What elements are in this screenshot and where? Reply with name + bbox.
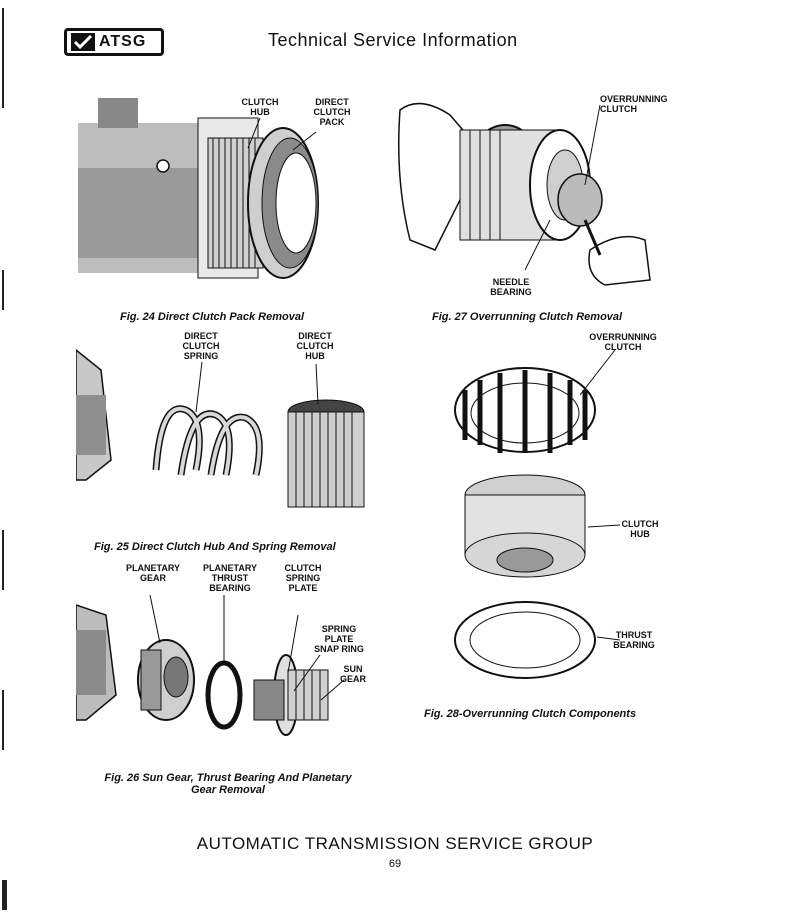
footer-title: AUTOMATIC TRANSMISSION SERVICE GROUP — [196, 834, 594, 853]
label-clutch-hub: CLUTCH HUB — [238, 97, 282, 117]
fig28-illustration — [440, 345, 621, 695]
label-overrunning-clutch-28: OVERRUNNING CLUTCH — [584, 332, 662, 352]
label-direct-clutch-pack: DIRECT CLUTCH PACK — [308, 97, 356, 127]
label-text: OVERRUNNING CLUTCH — [600, 94, 668, 114]
label-overrunning-clutch: OVERRUNNING CLUTCH — [600, 94, 678, 114]
label-text: DIRECT CLUTCH HUB — [296, 331, 334, 361]
fig24-illustration — [78, 88, 338, 298]
fig26-caption: Fig. 26 Sun Gear, Thrust Bearing And Pla… — [88, 772, 368, 796]
label-text: CLUTCH HUB — [621, 519, 659, 539]
checkmark-icon — [71, 33, 95, 51]
fig28-caption: Fig. 28-Overrunning Clutch Components — [424, 708, 637, 720]
binding-mark — [2, 530, 4, 590]
page-number: 69 — [388, 858, 402, 870]
label-sun-gear: SUN GEAR — [338, 664, 368, 684]
fig26-caption-line1: Fig. 26 Sun Gear, Thrust Bearing And Pla… — [104, 772, 352, 784]
page-header-title: Technical Service Information — [268, 30, 518, 50]
label-text: PLANETARY GEAR — [126, 563, 180, 583]
label-planetary-thrust-bearing: PLANETARY THRUST BEARING — [200, 563, 260, 593]
label-text: PLANETARY THRUST BEARING — [203, 563, 257, 593]
label-planetary-gear: PLANETARY GEAR — [124, 563, 182, 583]
label-text: DIRECT CLUTCH PACK — [313, 97, 351, 127]
label-text: CLUTCH SPRING PLATE — [284, 563, 322, 593]
label-text: SPRING PLATE SNAP RING — [314, 624, 364, 654]
fig27-caption: Fig. 27 Overrunning Clutch Removal — [432, 311, 623, 323]
label-direct-clutch-spring: DIRECT CLUTCH SPRING — [178, 331, 224, 361]
label-spring-plate-snap-ring: SPRING PLATE SNAP RING — [310, 624, 368, 654]
fig26-illustration — [75, 594, 376, 760]
label-text: SUN GEAR — [339, 664, 366, 684]
fig26-caption-line2: Gear Removal — [191, 784, 265, 796]
binding-mark — [2, 880, 7, 910]
label-text: THRUST BEARING — [613, 630, 655, 650]
label-thrust-bearing: THRUST BEARING — [610, 630, 658, 650]
label-needle-bearing: NEEDLE BEARING — [486, 277, 536, 297]
logo-text: ATSG — [99, 33, 147, 50]
fig25-illustration — [75, 340, 376, 530]
label-text: DIRECT CLUTCH SPRING — [182, 331, 220, 361]
label-text: NEEDLE BEARING — [490, 277, 532, 297]
label-text: OVERRUNNING CLUTCH — [589, 332, 657, 352]
binding-mark — [2, 8, 4, 108]
fig27-illustration — [390, 90, 690, 305]
label-direct-clutch-hub: DIRECT CLUTCH HUB — [292, 331, 338, 361]
atsg-logo: ATSG — [64, 28, 164, 56]
fig25-caption: Fig. 25 Direct Clutch Hub And Spring Rem… — [94, 541, 336, 553]
binding-mark — [2, 270, 4, 310]
label-text: CLUTCH HUB — [241, 97, 279, 117]
fig24-caption: Fig. 24 Direct Clutch Pack Removal — [120, 311, 305, 323]
binding-mark — [2, 690, 4, 750]
label-clutch-hub-28: CLUTCH HUB — [620, 519, 660, 539]
label-clutch-spring-plate: CLUTCH SPRING PLATE — [278, 563, 328, 593]
